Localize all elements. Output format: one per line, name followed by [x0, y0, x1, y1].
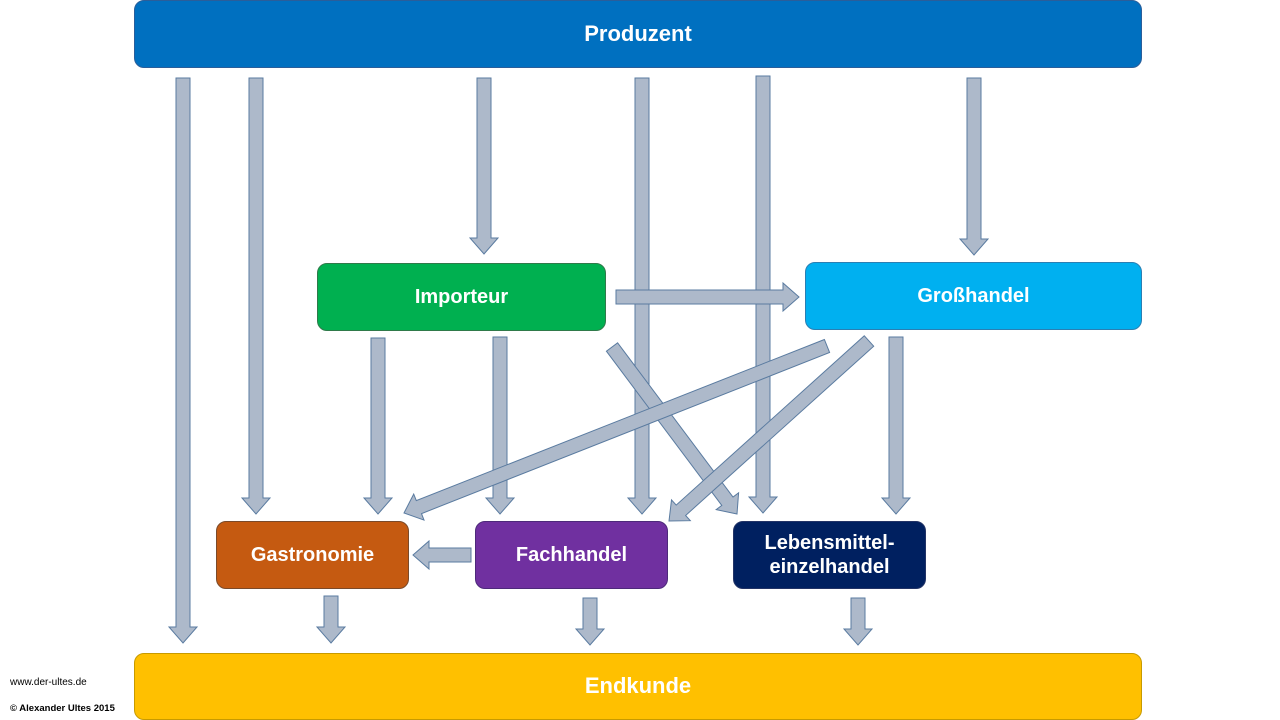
arrow-importeur-to-gastronomie	[362, 337, 394, 515]
node-produzent-label: Produzent	[584, 20, 692, 46]
node-gastronomie: Gastronomie	[216, 521, 409, 589]
arrow-grosshandel-to-fachhandel	[668, 335, 875, 522]
footer-copyright: © Alexander Ultes 2015	[10, 703, 115, 714]
arrow-importeur-to-lebensmittel	[605, 342, 740, 515]
arrow-lebensmittel-to-endkunde	[842, 597, 874, 646]
footer-url: www.der-ultes.de	[10, 677, 87, 688]
arrow-importeur-to-grosshandel	[615, 281, 800, 313]
arrow-grosshandel-to-gastronomie	[403, 338, 831, 521]
arrow-produzent-to-importeur	[468, 77, 500, 255]
node-endkunde: Endkunde	[134, 653, 1142, 720]
node-produzent: Produzent	[134, 0, 1142, 68]
node-lebensmitteleinzelhandel-label: Lebensmittel- einzelhandel	[764, 532, 895, 578]
arrow-produzent-to-grosshandel	[958, 77, 990, 256]
node-grosshandel: Großhandel	[805, 262, 1142, 330]
arrow-produzent-to-endkunde	[167, 77, 199, 644]
arrow-fachhandel-to-gastronomie	[412, 539, 472, 571]
arrow-produzent-to-gastronomie	[240, 77, 272, 515]
node-fachhandel-label: Fachhandel	[515, 544, 628, 566]
node-grosshandel-label: Großhandel	[917, 285, 1030, 307]
node-importeur-label: Importeur	[414, 286, 509, 308]
node-gastronomie-label: Gastronomie	[250, 544, 375, 566]
arrow-fachhandel-to-endkunde	[574, 597, 606, 646]
node-importeur: Importeur	[317, 263, 606, 331]
arrow-importeur-to-fachhandel	[484, 336, 516, 515]
node-fachhandel: Fachhandel	[475, 521, 668, 589]
node-endkunde-label: Endkunde	[584, 673, 692, 699]
node-lebensmitteleinzelhandel: Lebensmittel- einzelhandel	[733, 521, 926, 589]
arrow-gastronomie-to-endkunde	[315, 595, 347, 644]
arrow-grosshandel-to-lebensmittel	[880, 336, 912, 515]
